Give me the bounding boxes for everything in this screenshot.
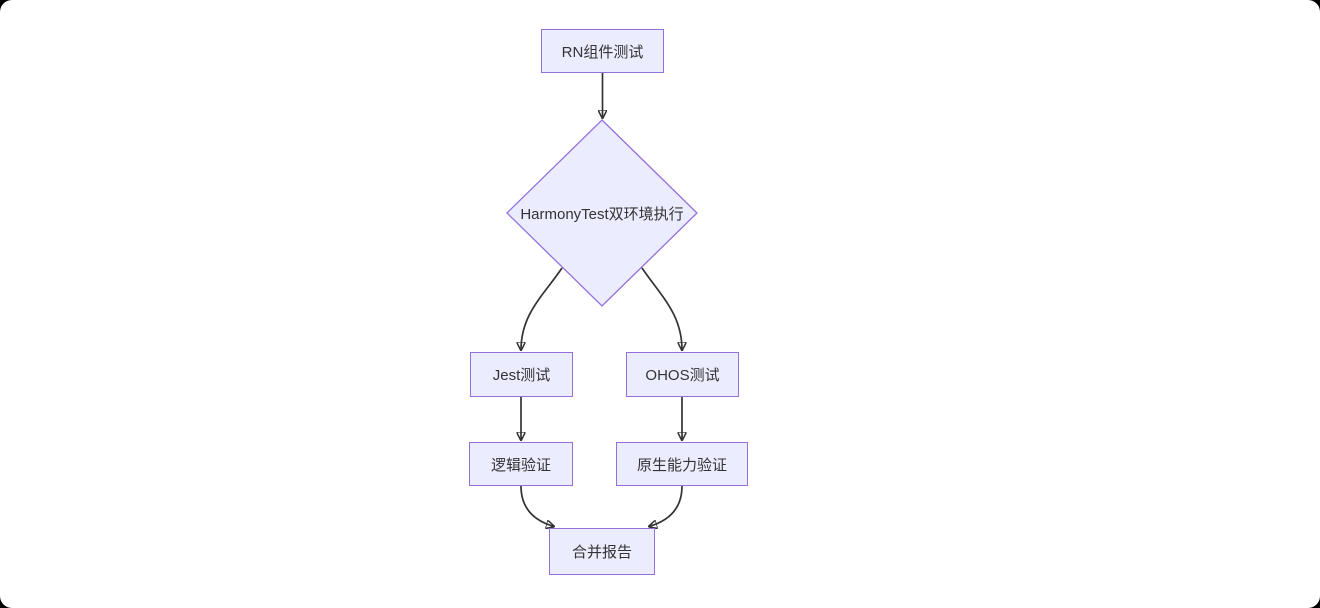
edge-harmonytest-to-jest xyxy=(521,267,563,350)
node-logic-verification-label: 逻辑验证 xyxy=(490,456,551,474)
node-logic-verification: 逻辑验证 xyxy=(469,442,573,486)
node-rn-component-test-label: RN组件测试 xyxy=(561,43,644,61)
node-merged-report: 合并报告 xyxy=(549,528,655,575)
node-native-capability-verification: 原生能力验证 xyxy=(616,442,748,486)
node-harmonytest-decision-label: HarmonyTest双环境执行 xyxy=(520,205,684,223)
node-ohos-test-label: OHOS测试 xyxy=(645,367,720,384)
edge-harmonytest-to-ohos xyxy=(641,267,682,350)
node-harmonytest-decision: HarmonyTest双环境执行 xyxy=(505,118,699,308)
node-jest-test: Jest测试 xyxy=(470,352,573,397)
node-ohos-test: OHOS测试 xyxy=(626,352,739,397)
node-native-capability-verification-label: 原生能力验证 xyxy=(636,456,727,474)
node-jest-test-label: Jest测试 xyxy=(492,367,551,384)
diamond-shape xyxy=(506,119,698,307)
edge-native-verify-to-report xyxy=(649,485,683,527)
edge-logic-verify-to-report xyxy=(520,485,554,527)
node-rn-component-test: RN组件测试 xyxy=(541,29,664,73)
node-merged-report-label: 合并报告 xyxy=(571,544,632,561)
